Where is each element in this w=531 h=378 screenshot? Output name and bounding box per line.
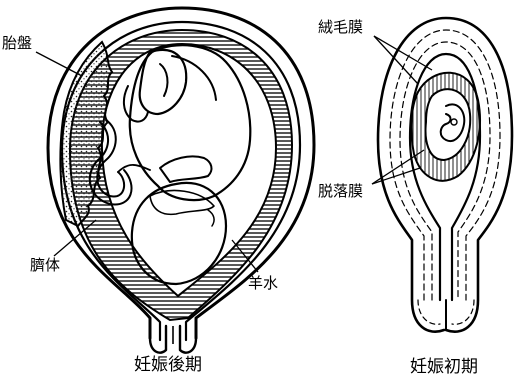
label-chorion: 絨毛膜 [318,18,363,36]
late-pregnancy-figure: 胎盤 臍体 羊水 妊娠後期 [2,8,314,375]
caption-early-pregnancy: 妊娠初期 [410,357,478,377]
caption-late-pregnancy: 妊娠後期 [134,355,202,375]
label-umbilical-cord: 臍体 [30,256,60,274]
label-placenta: 胎盤 [2,34,32,52]
fetus [124,45,250,284]
label-decidua: 脱落膜 [318,182,363,200]
leader-chorion-1 [374,36,418,84]
early-pregnancy-figure: 絨毛膜 脱落膜 妊娠初期 [318,18,512,377]
leader-placenta [36,52,82,76]
label-amniotic-fluid: 羊水 [248,274,278,292]
